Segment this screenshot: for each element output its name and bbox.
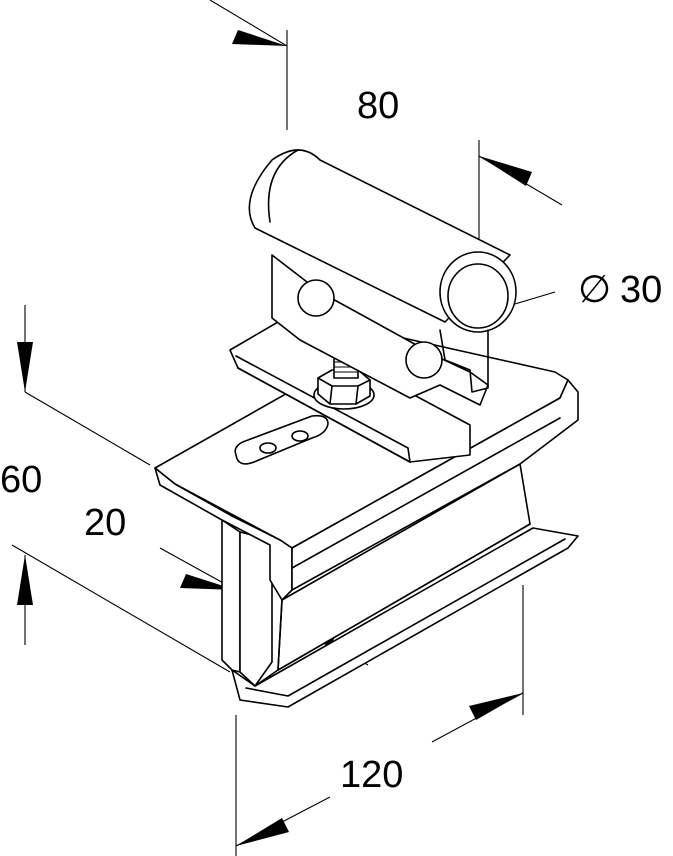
- label-tube-diameter: 30: [620, 269, 662, 311]
- web-side-face: [239, 531, 273, 687]
- arrow-80-right: [479, 156, 532, 186]
- arrow-120-right: [469, 693, 523, 720]
- web-back-left-edge: [277, 599, 283, 671]
- slot-hole-1: [259, 442, 277, 454]
- label-flange: 20: [84, 502, 126, 544]
- upper-rail-lip-edge: [291, 417, 561, 569]
- hex-nut-edges: [317, 377, 371, 405]
- bottom-rail-face: [231, 527, 579, 708]
- label-diameter-symbol: ∅: [578, 269, 611, 311]
- arrow-60-top: [17, 342, 33, 392]
- web-front-face: [221, 519, 241, 673]
- arrow-60-bottom: [17, 555, 33, 605]
- arrow-120-left: [236, 818, 289, 846]
- bottom-rail-inner-edge: [245, 538, 566, 697]
- tube-highlight: [267, 149, 299, 223]
- dim-line-80-left: [209, 0, 288, 47]
- clamp-hole-right: [405, 341, 443, 379]
- bolt-assembly: [313, 347, 375, 410]
- clamp-tab: [439, 329, 489, 393]
- tube-end-inner: [447, 263, 509, 329]
- tube-clamp: [248, 149, 517, 406]
- ext-line-60-top: [24, 391, 151, 466]
- upper-rail-side-lip: [291, 379, 579, 591]
- upper-rail-front-flange: [154, 467, 293, 601]
- label-length: 120: [340, 754, 403, 796]
- clamp-hole-left: [297, 279, 335, 317]
- vertical-web: [221, 463, 531, 687]
- ext-line-60-bottom: [11, 544, 231, 673]
- dimension-labels: 80 ∅ 30 60 20 120: [0, 85, 662, 796]
- arrow-80-left: [232, 30, 287, 46]
- mounting-slot: [234, 414, 329, 465]
- label-width-top: 80: [357, 85, 399, 127]
- label-height: 60: [0, 459, 42, 501]
- slot-hole-2: [291, 430, 309, 442]
